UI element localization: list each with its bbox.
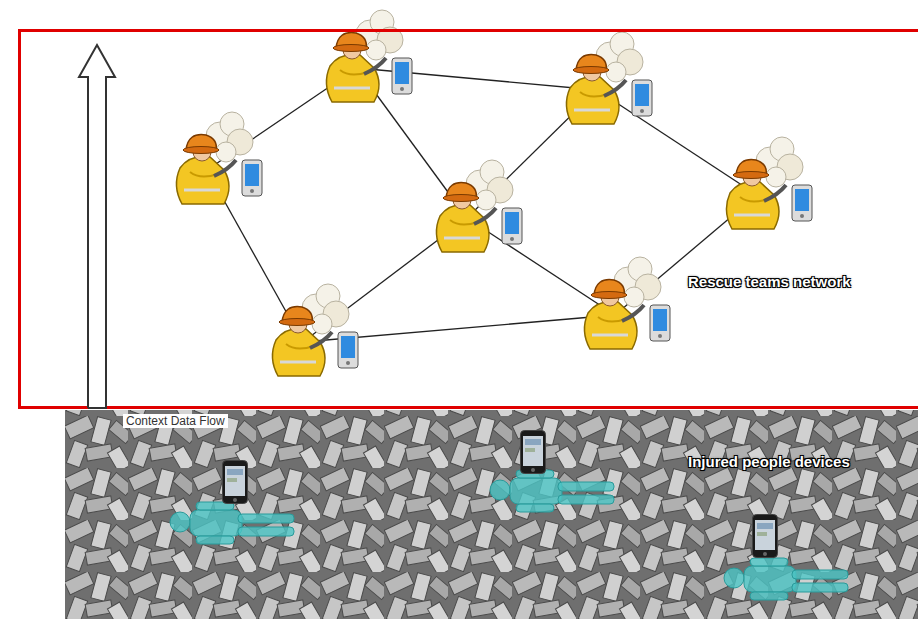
region-label: Rescue teams network <box>688 273 851 291</box>
ellipse-outline <box>91 46 854 384</box>
network-ellipse: Rescue teams network <box>90 45 859 385</box>
flow-label: Context Data Flow <box>123 414 228 428</box>
region-label: Injured people devices <box>688 453 850 471</box>
block-arrow <box>79 45 115 408</box>
ellipse-outline <box>90 45 859 385</box>
label-holder: Context Data Flow <box>0 0 105 18</box>
rubble-area: Injured people devices <box>65 408 918 619</box>
